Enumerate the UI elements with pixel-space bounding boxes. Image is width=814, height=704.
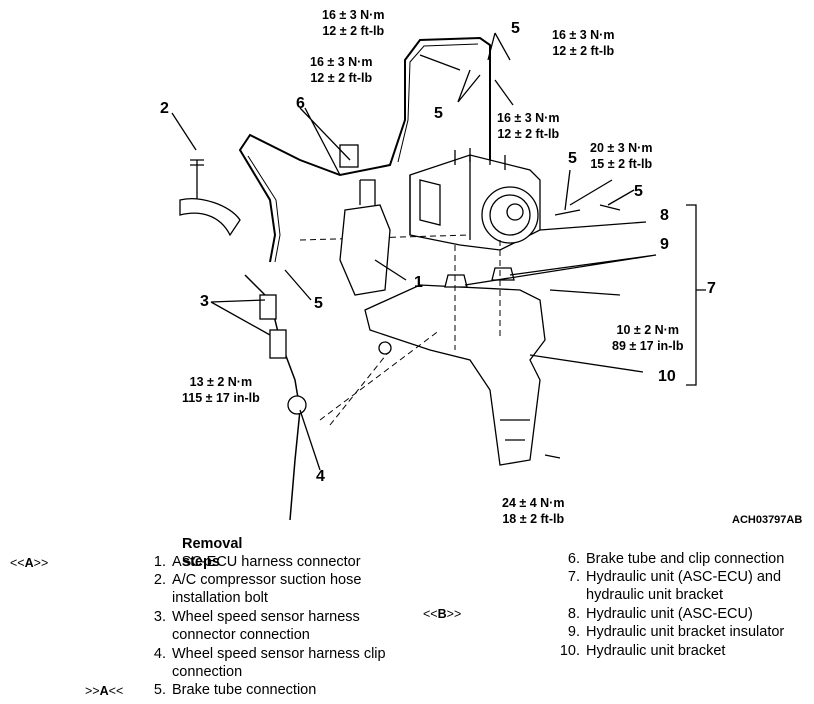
step-item: 5.Brake tube connection [153, 682, 317, 698]
step-item: 1.ASC-ECU harness connector [153, 554, 361, 570]
callout-10: 10 [658, 368, 676, 385]
insulator [491, 267, 515, 281]
callout-5-left: 5 [314, 295, 323, 312]
callout-5-mid: 5 [568, 150, 577, 167]
service-mark-b: <<B>> [423, 607, 462, 621]
figure-id: ACH03797AB [732, 514, 803, 526]
tube-clip [339, 144, 359, 168]
bolt [190, 159, 204, 200]
callout-1: 1 [414, 274, 423, 291]
callout-6: 6 [296, 95, 305, 112]
step-item: 7.Hydraulic unit (ASC-ECU) and hydraulic… [567, 569, 782, 604]
callout-4: 4 [316, 468, 325, 485]
brake-tube [238, 36, 491, 263]
removal-title: Removal steps [182, 536, 243, 571]
insulator [444, 274, 468, 288]
step-item: 2.A/C compressor suction hose installati… [153, 572, 362, 607]
exploded-diagram [171, 32, 706, 521]
step-item: 9.Hydraulic unit bracket insulator [567, 624, 785, 640]
callout-3: 3 [200, 293, 209, 310]
step-item: 6.Brake tube and clip connection [567, 551, 785, 567]
step-item: 8.Hydraulic unit (ASC-ECU) [567, 606, 753, 622]
callout-9: 9 [660, 236, 669, 253]
hydraulic-bracket [364, 284, 546, 466]
step-item: 10.Hydraulic unit bracket [559, 643, 726, 659]
callout-5-right: 5 [634, 183, 643, 200]
step-item: 3.Wheel speed sensor harness connector c… [153, 609, 360, 644]
callout-5-top-right: 5 [511, 20, 520, 37]
callout-7: 7 [707, 280, 716, 297]
step-item: 4.Wheel speed sensor harness clip connec… [153, 646, 386, 681]
service-mark-a-install: >>A<< [85, 684, 124, 698]
service-mark-a: <<A>> [10, 556, 49, 570]
ecu-connector [339, 204, 391, 296]
callout-5-top-left: 5 [434, 105, 443, 122]
callout-2: 2 [160, 100, 169, 117]
callout-8: 8 [660, 207, 669, 224]
